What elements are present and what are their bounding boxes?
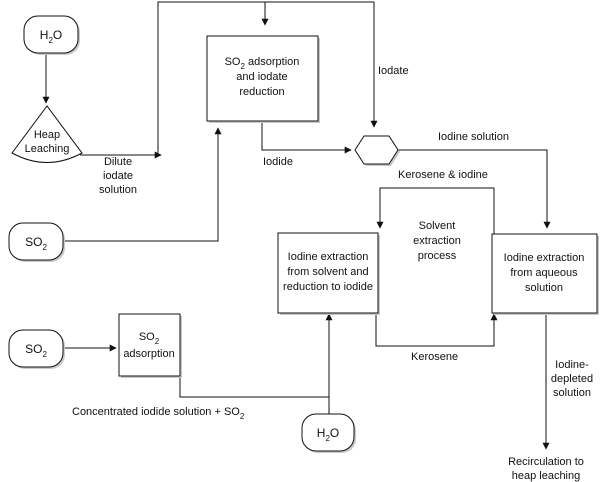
label-iodide: Iodide bbox=[263, 156, 293, 168]
so2-adsorption-reduction-box: SO2 adsorption and iodate reduction bbox=[206, 35, 320, 123]
so2-adsorb-line3: reduction bbox=[239, 86, 284, 98]
aqueous-box-line1: Iodine extraction bbox=[504, 252, 585, 264]
so2-adsorb-sub: 2 bbox=[241, 62, 246, 71]
label-dilute-line1: Dilute bbox=[104, 156, 132, 168]
solvent-box-line1: Iodine extraction bbox=[288, 251, 369, 263]
aqueous-box-line3: solution bbox=[525, 282, 563, 294]
so2-adsorption-line2: adsorption bbox=[123, 348, 174, 360]
label-recirculation-line2: heap leaching bbox=[512, 470, 581, 482]
svg-text:SO2: SO2 bbox=[25, 342, 47, 359]
arrow-concentrated-to-solvent-box bbox=[179, 313, 333, 398]
so2-left-node: SO2 bbox=[8, 222, 65, 262]
label-concentrated-text: Concentrated iodide solution + SO bbox=[72, 406, 240, 418]
flow-labels: Iodate Dilute iodate solution Iodide Iod… bbox=[72, 65, 593, 482]
so2-adsorption-box: SO2 adsorption bbox=[118, 313, 182, 378]
h2o-top-rest: O bbox=[53, 28, 62, 42]
so2-adsorption-base: SO bbox=[139, 331, 155, 343]
so2-bottom-sub: 2 bbox=[42, 350, 47, 359]
h2o-top-base: H bbox=[40, 28, 49, 42]
arrow-kerosene-return bbox=[375, 313, 498, 347]
label-concentrated-sub: 2 bbox=[240, 412, 245, 421]
label-kerosene: Kerosene bbox=[411, 351, 458, 363]
arrow-kerosene-iodine bbox=[376, 187, 495, 235]
label-dilute-line3: solution bbox=[99, 184, 137, 196]
label-kerosene-iodine: Kerosene & iodine bbox=[398, 169, 488, 181]
line-dilute-up-over bbox=[157, 1, 374, 155]
label-solvent-process-line2: extraction bbox=[413, 235, 461, 247]
mixer-hexagon bbox=[354, 135, 400, 166]
solvent-box-line2: from solvent and bbox=[287, 266, 368, 278]
h2o-bottom-rest: O bbox=[330, 426, 339, 440]
heap-leaching-line1: Heap bbox=[34, 129, 60, 141]
label-solvent-process-line1: Solvent bbox=[419, 220, 456, 232]
h2o-bottom-sub: 2 bbox=[325, 434, 330, 443]
iodine-extraction-aqueous-box: Iodine extraction from aqueous solution bbox=[491, 233, 599, 315]
iodine-extraction-solvent-box: Iodine extraction from solvent and reduc… bbox=[277, 232, 380, 315]
svg-text:Concentrated iodide solution +: Concentrated iodide solution + SO2 bbox=[72, 406, 245, 421]
svg-text:H2O: H2O bbox=[317, 426, 339, 443]
heap-leaching-line2: Leaching bbox=[25, 143, 70, 155]
h2o-top-sub: 2 bbox=[48, 36, 53, 45]
label-depleted-line2: depleted bbox=[551, 373, 593, 385]
label-dilute-line2: iodate bbox=[103, 170, 133, 182]
arrow-so2-left-to-adsorption bbox=[65, 127, 222, 242]
label-iodate: Iodate bbox=[378, 65, 409, 77]
label-recirculation-line1: Recirculation to bbox=[508, 456, 584, 468]
svg-text:SO2: SO2 bbox=[139, 331, 160, 346]
connectors bbox=[42, 1, 551, 450]
so2-bottom-node: SO2 bbox=[8, 329, 65, 369]
label-iodine-solution: Iodine solution bbox=[438, 131, 509, 143]
so2-bottom-base: SO bbox=[25, 342, 42, 356]
so2-adsorb-post: adsorption bbox=[245, 56, 299, 68]
arrow-iodine-solution-to-aqueous bbox=[396, 149, 551, 229]
aqueous-box-line2: from aqueous bbox=[510, 267, 578, 279]
svg-text:SO2: SO2 bbox=[25, 235, 47, 252]
label-depleted-line1: Iodine- bbox=[555, 359, 589, 371]
so2-left-sub: 2 bbox=[42, 243, 47, 252]
h2o-bottom-node: H2O bbox=[301, 413, 356, 453]
h2o-bottom-base: H bbox=[317, 426, 326, 440]
solvent-box-line3: reduction to iodide bbox=[283, 281, 373, 293]
heap-leaching-node: Heap Leaching bbox=[11, 105, 84, 163]
svg-text:H2O: H2O bbox=[40, 28, 62, 45]
so2-adsorption-sub: 2 bbox=[155, 337, 160, 346]
arrow-iodide-to-hexagon bbox=[261, 121, 352, 154]
so2-left-base: SO bbox=[25, 235, 42, 249]
svg-text:SO2 adsorption: SO2 adsorption bbox=[225, 56, 300, 71]
label-depleted-line3: solution bbox=[553, 387, 591, 399]
h2o-top-node: H2O bbox=[23, 15, 80, 55]
so2-adsorb-line2: and iodate bbox=[236, 71, 287, 83]
label-solvent-process-line3: process bbox=[418, 250, 457, 262]
so2-adsorb-pre: SO bbox=[225, 56, 241, 68]
